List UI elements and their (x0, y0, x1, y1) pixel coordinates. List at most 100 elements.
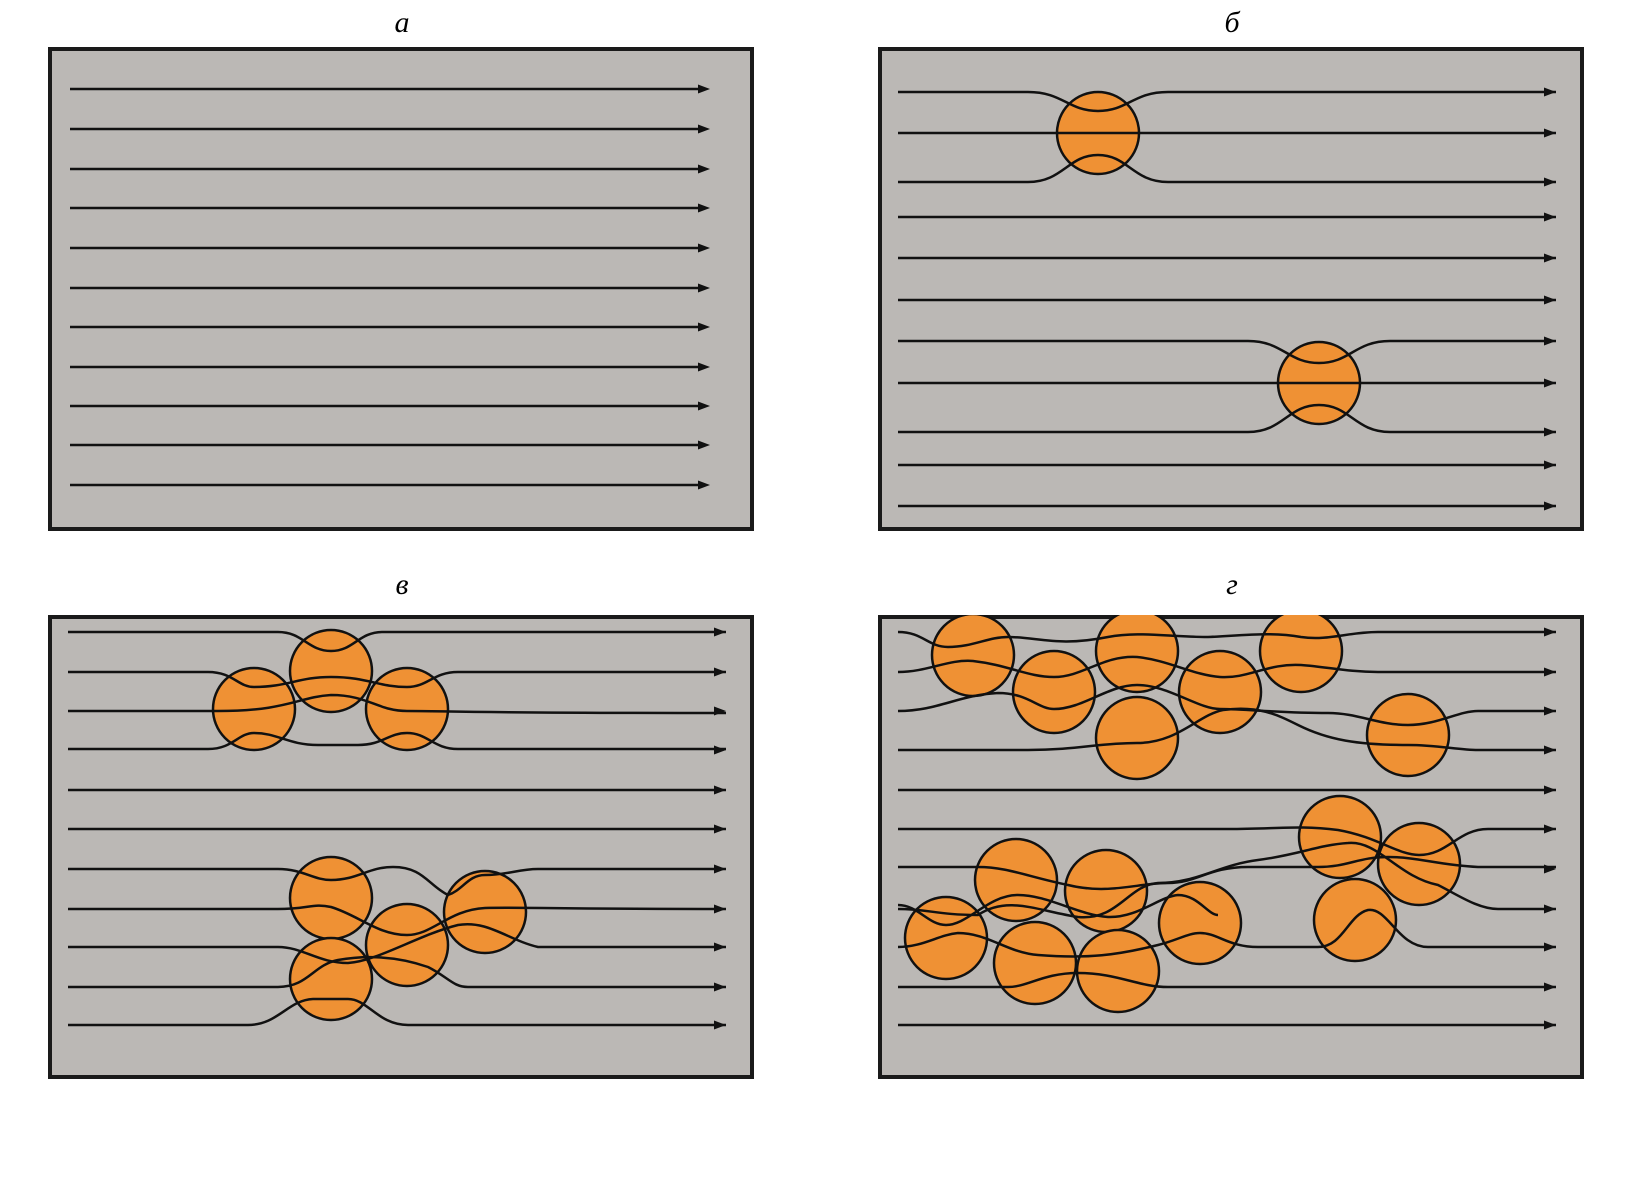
particle (288, 936, 374, 1022)
arrowhead (1544, 745, 1556, 755)
panel-b-lines (898, 90, 1556, 508)
panel-c-lines (68, 630, 727, 1027)
arrowhead (714, 706, 726, 716)
arrowhead (698, 124, 710, 134)
arrowhead (714, 904, 726, 914)
flow-line (68, 693, 727, 715)
panel-a-label: а (394, 6, 410, 39)
arrowhead (1544, 501, 1556, 511)
arrowhead (1544, 427, 1556, 437)
arrowhead (714, 864, 726, 874)
arrowhead (1544, 336, 1556, 346)
particle (288, 855, 374, 941)
arrowhead (1544, 667, 1556, 677)
arrowhead (698, 203, 710, 213)
arrowhead (1544, 378, 1556, 388)
particle (288, 628, 374, 714)
panel-a-lines (70, 84, 710, 490)
particle (930, 615, 1016, 698)
panel-c-figure (48, 615, 754, 1079)
panel-b-label: б (1224, 6, 1240, 39)
flow-line (897, 683, 1556, 727)
arrowhead (1544, 460, 1556, 470)
flow-line (898, 403, 1556, 434)
arrowhead (1544, 128, 1556, 138)
arrowhead (1544, 177, 1556, 187)
arrowhead (714, 1020, 726, 1030)
arrowhead (1544, 295, 1556, 305)
arrowhead (1544, 942, 1556, 952)
arrowhead (1544, 1020, 1556, 1030)
particle (1365, 692, 1451, 778)
panel-d-arrowheads (1544, 627, 1556, 1030)
arrowhead (1544, 627, 1556, 637)
arrowhead (714, 982, 726, 992)
particle (1297, 794, 1383, 880)
flow-line (68, 630, 726, 653)
flow-line (897, 893, 1219, 927)
panel-d-label: г (1226, 568, 1238, 601)
arrowhead (1544, 706, 1556, 716)
flow-line (68, 865, 726, 897)
panel-b (878, 47, 1584, 531)
flow-line (897, 630, 1556, 649)
panel-a-figure (48, 47, 754, 531)
arrowhead (714, 785, 726, 795)
flow-line (68, 922, 726, 965)
arrowhead (1544, 212, 1556, 222)
arrowhead (1544, 253, 1556, 263)
panel-b-figure (878, 47, 1584, 531)
arrowhead (1544, 864, 1556, 874)
arrowhead (698, 322, 710, 332)
flow-line (68, 955, 726, 989)
flow-line (898, 707, 1556, 752)
arrowhead (1544, 87, 1556, 97)
panel-a (48, 47, 754, 531)
particle (364, 666, 450, 752)
panel-b-frame (878, 47, 1584, 531)
arrowhead (1544, 824, 1556, 834)
arrowhead (698, 362, 710, 372)
panel-c-arrowheads (714, 627, 726, 1030)
particle (1258, 615, 1344, 694)
arrowhead (714, 667, 726, 677)
flow-line (898, 339, 1556, 365)
flow-line (898, 826, 1556, 857)
arrowhead (698, 401, 710, 411)
arrowhead (698, 440, 710, 450)
panel-c-label: в (395, 568, 409, 601)
flow-line (68, 904, 727, 937)
panel-d-lines (897, 630, 1556, 1027)
arrowhead (698, 243, 710, 253)
flow-line (68, 670, 726, 689)
flow-line (68, 997, 726, 1027)
arrowhead (714, 627, 726, 637)
particle (442, 869, 528, 955)
arrowhead (698, 283, 710, 293)
arrowhead (714, 942, 726, 952)
particle (1094, 615, 1180, 694)
flow-line (897, 841, 1556, 919)
particle (1157, 880, 1243, 966)
flow-line (897, 655, 1556, 679)
arrowhead (698, 84, 710, 94)
arrowhead (1544, 982, 1556, 992)
arrowhead (714, 745, 726, 755)
flow-line (897, 908, 1556, 958)
particle (1011, 649, 1097, 735)
flow-line (898, 90, 1556, 113)
arrowhead (1544, 785, 1556, 795)
arrowhead (714, 824, 726, 834)
arrowhead (1544, 904, 1556, 914)
arrowhead (698, 480, 710, 490)
particle (1094, 695, 1180, 781)
panel-d (878, 615, 1584, 1095)
panel-c (48, 615, 754, 1095)
flow-line (898, 153, 1556, 184)
panel-d-figure (878, 615, 1584, 1079)
flow-line (898, 971, 1556, 989)
particle (1075, 928, 1161, 1014)
particle (1177, 649, 1263, 735)
panel-b-arrowheads (1544, 87, 1556, 511)
flow-line (68, 731, 726, 751)
